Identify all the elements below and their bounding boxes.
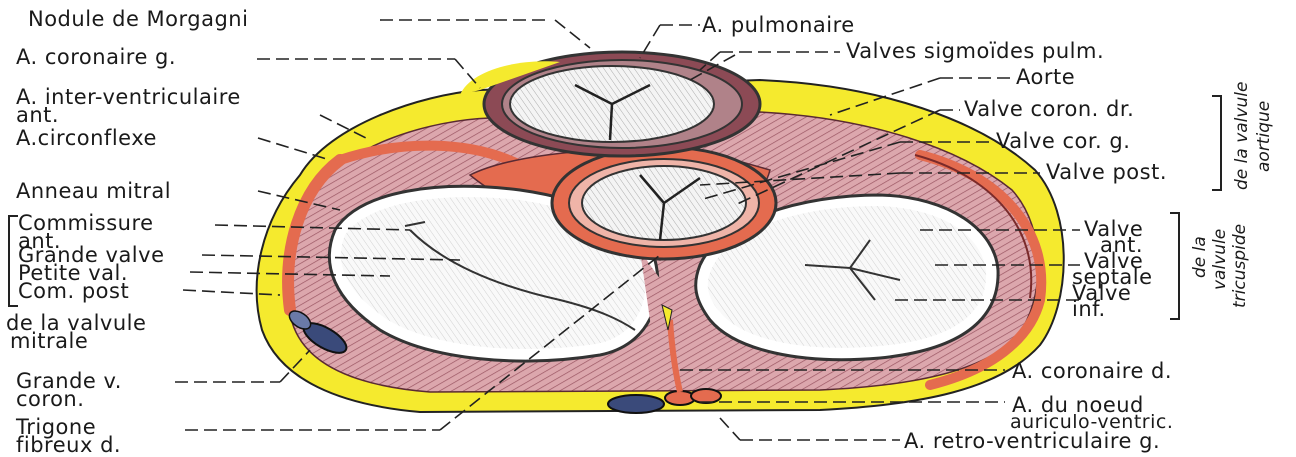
label-nodule-morgagni: Nodule de Morgagni — [28, 10, 248, 29]
label-valvule-tricuspide-2: valvule — [1210, 229, 1230, 290]
label-coronaire-g: A. coronaire g. — [16, 48, 176, 67]
coronary-sinus — [608, 395, 664, 413]
label-coronaire-d: A. coronaire d. — [1012, 362, 1172, 381]
label-valvule-aortique: de la valvule — [1232, 82, 1252, 190]
label-valvule-tricuspide-3: tricuspide — [1230, 224, 1250, 308]
label-retro-ventriculaire: A. retro-ventriculaire g. — [904, 432, 1160, 451]
tricuspid-brace — [1170, 212, 1180, 320]
label-valvule-tricuspide-1: de la — [1190, 236, 1210, 278]
label-com-post: Com. post — [18, 282, 129, 301]
label-grande-v-coron: coron. — [16, 390, 84, 409]
label-valves-sigmoides: Valves sigmoïdes pulm. — [846, 42, 1104, 61]
label-valve-coron-dr: Valve coron. dr. — [964, 100, 1134, 119]
label-valve-cor-g: Valve cor. g. — [996, 132, 1130, 151]
label-valve-inf-2: inf. — [1072, 300, 1106, 319]
label-inter-ventriculaire-ant: ant. — [16, 106, 59, 125]
mitral-brace — [8, 215, 18, 307]
label-anneau-mitral: Anneau mitral — [16, 182, 171, 201]
label-valvule-aortique-2: aortique — [1254, 101, 1274, 172]
label-pulmonaire: A. pulmonaire — [702, 16, 855, 35]
label-trigone-fibreux: fibreux d. — [16, 436, 121, 455]
label-aorte: Aorte — [1016, 68, 1075, 87]
aortic-brace — [1212, 95, 1222, 191]
label-circonflexe: A.circonflexe — [16, 129, 157, 148]
label-mitrale: mitrale — [10, 332, 88, 351]
label-valve-post: Valve post. — [1046, 163, 1167, 182]
